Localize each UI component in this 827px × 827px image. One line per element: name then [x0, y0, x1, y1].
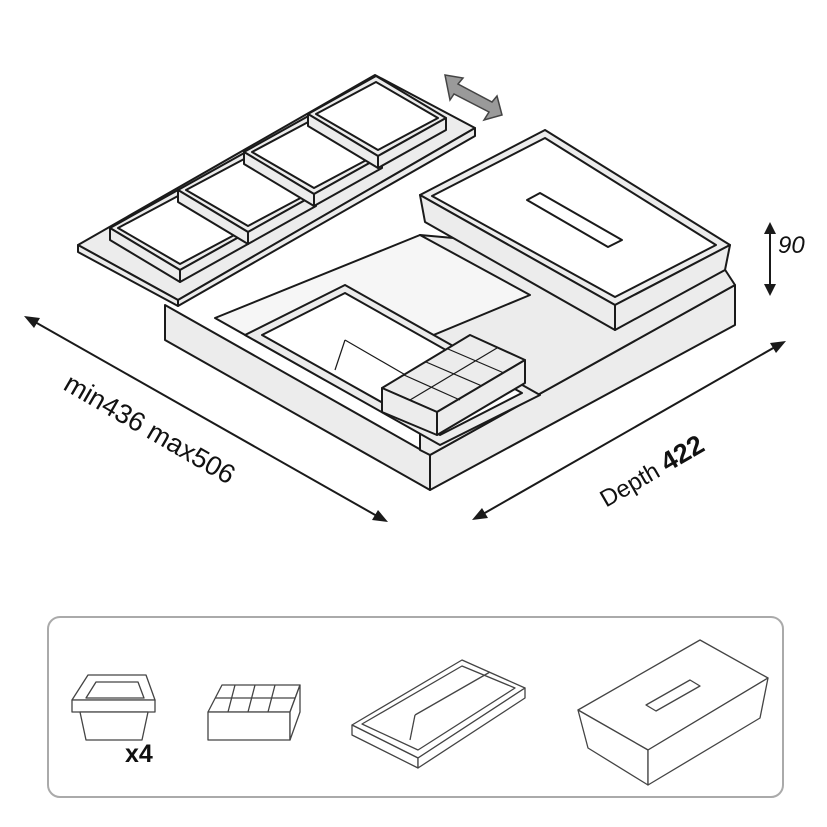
- lidded-container-icon: [577, 639, 769, 786]
- depth-dimension-line: [472, 341, 786, 520]
- small-container-icon: [71, 674, 156, 741]
- height-label: 90: [778, 232, 805, 259]
- height-dimension-line: [764, 222, 776, 296]
- container-count: x4: [125, 740, 153, 768]
- large-lidded-container: [419, 129, 731, 331]
- width-dimension-line: [24, 316, 388, 522]
- organizer-icon: [207, 684, 301, 741]
- tray-icon: [351, 659, 526, 769]
- compartment-organizer: [381, 334, 526, 436]
- adjust-width-arrow-icon: [444, 74, 503, 122]
- small-containers: [109, 75, 447, 283]
